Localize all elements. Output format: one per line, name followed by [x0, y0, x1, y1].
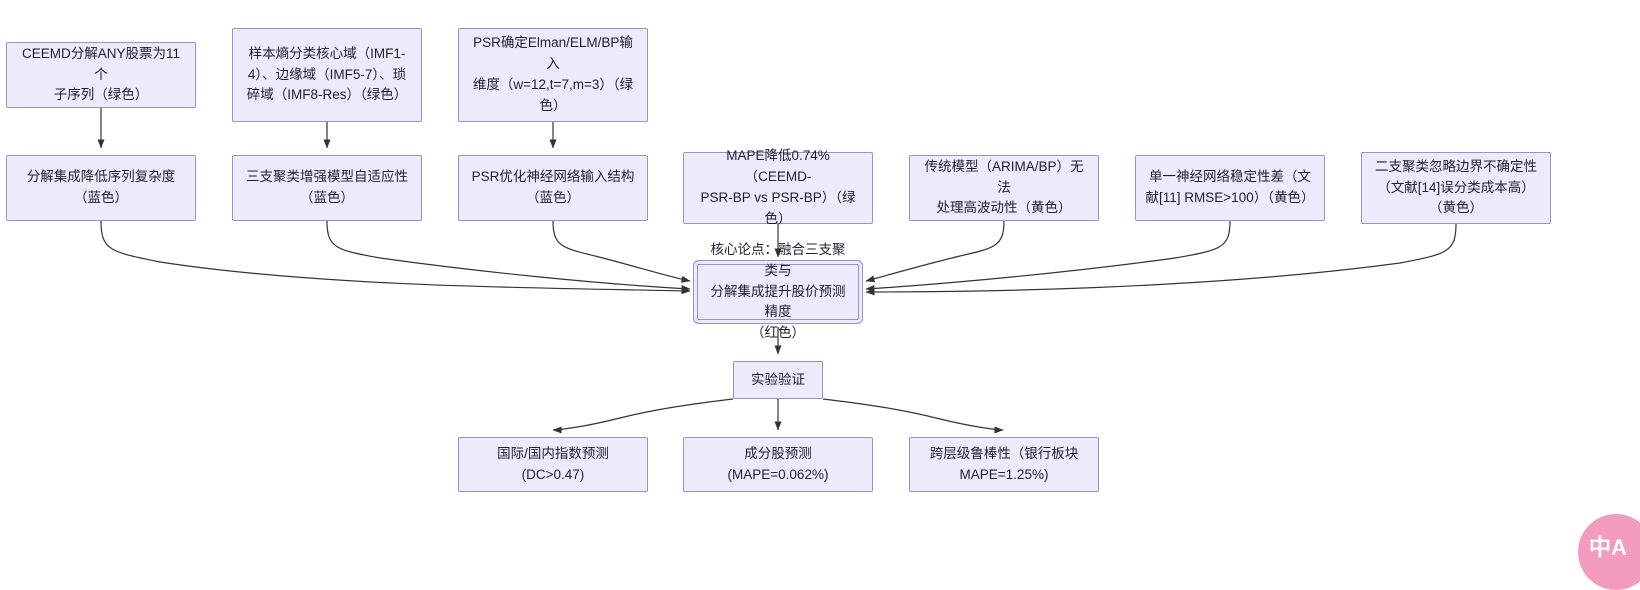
node-single-nn-instability-label: 单一神经网络稳定性差（文献[11] RMSE>100）（黄色） [1146, 167, 1315, 209]
node-two-way-clustering-limit[interactable]: 二支聚类忽略边界不确定性 （文献[14]误分类成本高） （黄色） [1361, 152, 1551, 224]
node-core-argument-line-2: （红色） [751, 325, 805, 341]
node-ceemd-decompose-label: CEEMD分解ANY股票为11个子序列（绿色） [16, 44, 186, 107]
node-psr-optimize-structure[interactable]: PSR优化神经网络输入结构 （蓝色） [458, 155, 648, 221]
edge-n8-to-core [865, 220, 1005, 283]
node-decompose-reduce-complexity-line-0: 分解集成降低序列复杂度 [26, 169, 176, 185]
node-two-way-clustering-limit-line-2: （黄色） [1429, 200, 1483, 216]
node-psr-input-dim-line-2: 色） [539, 97, 567, 113]
node-psr-optimize-structure-line-0: PSR优化神经网络输入结构 [471, 169, 635, 185]
node-constituent-stock-forecast-label: 成分股预测 (MAPE=0.062%) [728, 444, 829, 486]
node-psr-input-dim-line-0: PSR确定Elman/ELM/BP输入 [473, 35, 633, 72]
node-sample-entropy-line-1: 4）、边缘域（IMF5-7）、琐 [247, 66, 407, 82]
node-decompose-reduce-complexity-line-1: （蓝色） [74, 190, 128, 205]
node-sample-entropy[interactable]: 样本熵分类核心域（IMF1- 4）、边缘域（IMF5-7）、琐碎域（IMF8-Re… [232, 28, 422, 122]
node-constituent-stock-forecast-line-1: (MAPE=0.062%) [727, 466, 829, 482]
node-index-forecast[interactable]: 国际/国内指数预测 (DC>0.47) [458, 437, 648, 492]
node-cross-level-robustness-line-1: MAPE=1.25%) [959, 466, 1049, 482]
node-ceemd-decompose-line-1: 子序列（绿色） [53, 87, 149, 103]
node-three-way-clustering-adaptive-label: 三支聚类增强模型自适应性 （蓝色） [246, 167, 408, 209]
node-constituent-stock-forecast[interactable]: 成分股预测 (MAPE=0.062%) [683, 437, 873, 492]
node-sample-entropy-line-2: 碎域（IMF8-Res）（绿色） [246, 87, 408, 103]
node-psr-optimize-structure-line-1: （蓝色） [525, 190, 580, 205]
node-single-nn-instability-line-1: 献[11] RMSE>100）（黄色） [1145, 190, 1315, 205]
edge-n6-to-core [552, 220, 691, 283]
node-traditional-model-limit-line-1: 处理高波动性（黄色） [936, 200, 1072, 216]
node-three-way-clustering-adaptive-line-0: 三支聚类增强模型自适应性 [246, 169, 408, 185]
node-experiment-verification-label: 实验验证 [751, 370, 805, 391]
node-core-argument-line-0: 核心论点：融合三支聚类与 [710, 241, 846, 278]
node-sample-entropy-line-0: 样本熵分类核心域（IMF1- [248, 45, 406, 61]
edge-experiment-to-n15 [822, 398, 1004, 434]
node-three-way-clustering-adaptive[interactable]: 三支聚类增强模型自适应性 （蓝色） [232, 155, 422, 221]
node-ceemd-decompose-line-0: CEEMD分解ANY股票为11个 [21, 45, 181, 82]
node-experiment-verification[interactable]: 实验验证 [733, 361, 823, 399]
node-core-argument-label: 核心论点：融合三支聚类与分解集成提升股价预测精度 （红色） [707, 240, 849, 345]
edge-n10-to-core [865, 223, 1457, 296]
node-two-way-clustering-limit-line-1: （文献[14]误分类成本高） [1377, 179, 1535, 195]
node-psr-input-dim-line-1: 维度（w=12,t=7,m=3）（绿 [472, 77, 634, 92]
node-sample-entropy-label: 样本熵分类核心域（IMF1- 4）、边缘域（IMF5-7）、琐碎域（IMF8-Re… [247, 44, 408, 107]
node-three-way-clustering-adaptive-line-1: （蓝色） [300, 190, 354, 205]
node-cross-level-robustness-label: 跨层级鲁棒性（银行板块 MAPE=1.25%) [930, 444, 1079, 486]
node-traditional-model-limit-label: 传统模型（ARIMA/BP）无法处理高波动性（黄色） [919, 157, 1089, 220]
node-mape-improvement-line-2: 色） [764, 210, 792, 226]
flowchart-canvas: CEEMD分解ANY股票为11个子序列（绿色） 样本熵分类核心域（IMF1- 4）、… [6, 28, 1640, 590]
node-experiment-verification-line-0: 实验验证 [751, 371, 805, 387]
node-index-forecast-label: 国际/国内指数预测 (DC>0.47) [497, 444, 609, 486]
node-psr-optimize-structure-label: PSR优化神经网络输入结构 （蓝色） [472, 167, 635, 209]
node-decompose-reduce-complexity-label: 分解集成降低序列复杂度 （蓝色） [27, 167, 176, 209]
node-single-nn-instability[interactable]: 单一神经网络稳定性差（文献[11] RMSE>100）（黄色） [1135, 155, 1325, 221]
watermark-text: 中A [1589, 535, 1627, 560]
node-traditional-model-limit-line-0: 传统模型（ARIMA/BP）无法 [924, 158, 1084, 195]
node-mape-improvement-line-0: MAPE降低0.74%（CEEMD- [726, 148, 830, 185]
edge-n4-to-core [100, 220, 691, 295]
node-mape-improvement[interactable]: MAPE降低0.74%（CEEMD- PSR-BP vs PSR-BP）（绿色） [683, 148, 873, 226]
node-constituent-stock-forecast-line-0: 成分股预测 [744, 445, 812, 461]
node-cross-level-robustness[interactable]: 跨层级鲁棒性（银行板块 MAPE=1.25%) [909, 437, 1099, 492]
node-mape-improvement-line-1: PSR-BP vs PSR-BP）（绿 [700, 190, 856, 205]
node-index-forecast-line-0: 国际/国内指数预测 [497, 445, 609, 461]
edge-n9-to-core [865, 220, 1231, 292]
node-psr-input-dim[interactable]: PSR确定Elman/ELM/BP输入维度（w=12,t=7,m=3）（绿色） [458, 28, 648, 122]
node-decompose-reduce-complexity[interactable]: 分解集成降低序列复杂度 （蓝色） [6, 155, 196, 221]
node-two-way-clustering-limit-label: 二支聚类忽略边界不确定性 （文献[14]误分类成本高） （黄色） [1375, 157, 1537, 220]
node-two-way-clustering-limit-line-0: 二支聚类忽略边界不确定性 [1375, 158, 1537, 174]
edge-experiment-to-n13 [552, 398, 734, 434]
node-index-forecast-line-1: (DC>0.47) [521, 466, 585, 482]
node-core-argument-line-1: 分解集成提升股价预测精度 [710, 283, 846, 320]
edge-n5-to-core [326, 220, 691, 293]
node-ceemd-decompose[interactable]: CEEMD分解ANY股票为11个子序列（绿色） [6, 42, 196, 108]
node-cross-level-robustness-line-0: 跨层级鲁棒性（银行板块 [929, 445, 1079, 461]
node-mape-improvement-label: MAPE降低0.74%（CEEMD- PSR-BP vs PSR-BP）（绿色） [693, 146, 863, 230]
node-single-nn-instability-line-0: 单一神经网络稳定性差（文 [1149, 169, 1311, 185]
node-core-argument[interactable]: 核心论点：融合三支聚类与分解集成提升股价预测精度 （红色） [697, 242, 859, 340]
node-traditional-model-limit[interactable]: 传统模型（ARIMA/BP）无法处理高波动性（黄色） [909, 155, 1099, 221]
watermark-badge: 中A [1578, 514, 1640, 590]
node-psr-input-dim-label: PSR确定Elman/ELM/BP输入维度（w=12,t=7,m=3）（绿色） [468, 33, 638, 117]
